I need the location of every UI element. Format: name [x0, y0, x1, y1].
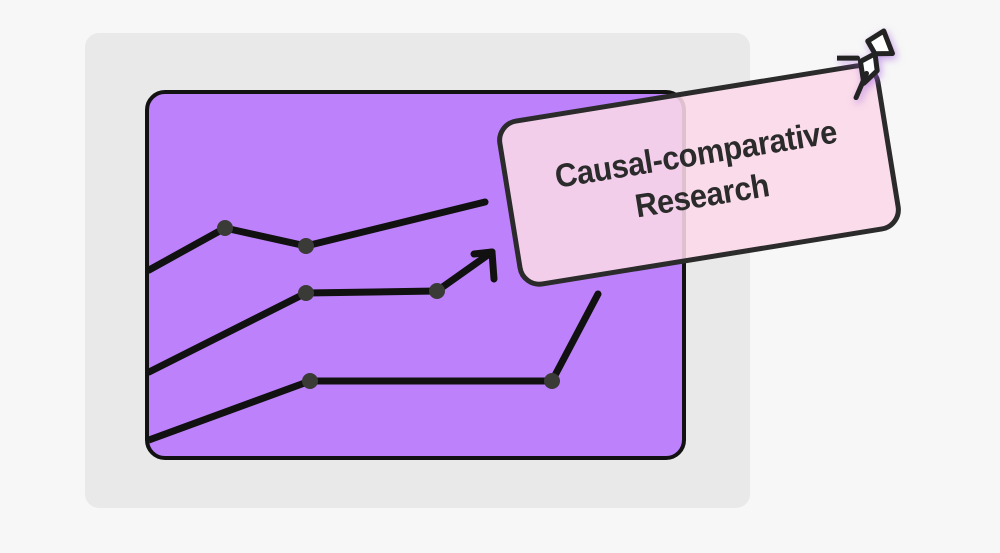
chart-marker-dot — [217, 220, 233, 236]
chart-arrowhead-stroke-2 — [488, 248, 498, 283]
sticky-note-group: Causal-comparative Research — [493, 28, 907, 290]
chart-marker-dot — [429, 283, 445, 299]
chart-marker-dot — [544, 373, 560, 389]
chart-series-group — [149, 198, 602, 444]
chart-line-bottom-line — [149, 290, 602, 444]
chart-marker-dot — [298, 238, 314, 254]
chart-line-top-line — [149, 198, 489, 274]
chart-marker-dot — [302, 373, 318, 389]
chart-line-middle-line-with-arrow — [149, 248, 496, 376]
pushpin-icon — [837, 28, 895, 100]
line-chart-graphic — [149, 198, 602, 444]
chart-marker-dot — [298, 285, 314, 301]
